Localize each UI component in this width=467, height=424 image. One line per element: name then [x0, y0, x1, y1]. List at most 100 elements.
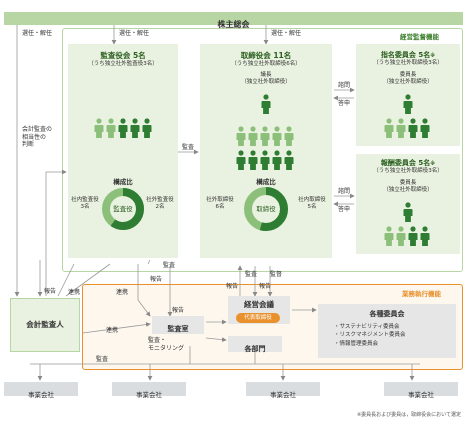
person-icon	[248, 150, 258, 170]
person-icon	[396, 118, 406, 138]
audit-board-outer-label: 社外監査役 2名	[146, 197, 174, 210]
management-meeting-label: 経営会議	[244, 300, 274, 309]
person-icon	[408, 118, 418, 138]
committee-item: ・リスクマネジメント委員会	[334, 332, 406, 339]
directors-board-panel: 取締役会 11名 （うち独立社外取締役6名） 議長 （独立社外取締役） 構成比 …	[200, 44, 332, 258]
audit-board-donut	[102, 188, 144, 230]
audit-board-center: 監査役	[113, 205, 133, 213]
remuneration-chair-person	[403, 202, 413, 222]
label-coop-b: 連携	[116, 289, 129, 296]
nomination-committee-panel: 指名委員会 5名※ （うち独立社外取締役3名） 委員長 （独立社外取締役）	[356, 44, 460, 146]
person-icon	[236, 150, 246, 170]
label-report-a: 報告	[44, 288, 57, 295]
person-icon	[403, 202, 413, 222]
directors-board-outside-label: 社外取締役 6名	[206, 197, 234, 210]
directors-board-chair-person	[261, 94, 271, 114]
audit-board-donut-segment	[102, 188, 144, 230]
label-report-c: 報告	[172, 307, 185, 314]
audit-board-sub: （うち独立社外監査役3名）	[88, 61, 158, 67]
accounting-auditor-box: 会計監査人	[10, 298, 80, 352]
person-icon	[420, 118, 430, 138]
committee-item: ・サステナビリティ委員会	[334, 324, 400, 330]
execution-label: 業務執行機能	[402, 290, 441, 298]
person-icon	[260, 150, 270, 170]
committee-item: ・情報管理委員会	[334, 340, 379, 347]
committees-title: 各種委員会	[369, 310, 405, 318]
person-icon	[260, 126, 270, 146]
person-icon	[403, 94, 413, 114]
directors-board-chair: 議長 （独立社外取締役）	[241, 72, 291, 85]
operating-company-3: 事業会社	[246, 382, 320, 399]
shareholders-meeting: 株主総会	[4, 12, 463, 29]
remuneration-committee-panel: 報酬委員会 5名※ （うち独立社外取締役3名） 委員長 （独立社外取締役）	[356, 154, 460, 254]
committees-list: ・サステナビリティ委員会 ・リスクマネジメント委員会 ・情報管理委員会	[334, 323, 406, 348]
label-coop-a: 連携	[68, 289, 81, 296]
departments-label: 各部門	[244, 345, 266, 353]
person-icon	[384, 118, 394, 138]
directors-board-title: 取締役会 11名	[240, 51, 292, 60]
person-icon	[408, 226, 418, 246]
person-icon	[284, 126, 294, 146]
label-consult-1: 諮問	[338, 82, 351, 89]
directors-board-sub: （うち独立社外取締役6名）	[231, 61, 301, 67]
audit-board-panel: 監査役会 5名 （うち独立社外監査役3名） 構成比 社内監査役 3名 社外監査役…	[68, 44, 178, 258]
operating-company-4: 事業会社	[384, 382, 458, 399]
label-audit-c: 監査	[245, 271, 258, 278]
directors-board-donut	[244, 187, 288, 231]
nomination-people	[384, 118, 432, 138]
audit-board-inner-label: 社内監査役 3名	[71, 197, 99, 210]
directors-board-center: 取締役	[256, 205, 276, 213]
person-icon	[272, 126, 282, 146]
remuneration-title: 報酬委員会 5名※	[380, 159, 436, 167]
person-icon	[106, 118, 116, 138]
label-audit-judgment: 会計監査の 相当性の 判断	[22, 126, 53, 148]
person-icon	[384, 226, 394, 246]
label-audit-board: 監査	[182, 144, 195, 151]
audit-board-ratio-title: 構成比	[113, 178, 133, 186]
label-report-d: 報告	[226, 283, 239, 290]
footnote: ※委員長および委員は，取締役会において選定	[356, 412, 461, 418]
label-audit-b: 監査	[163, 262, 176, 269]
label-report-b: 報告	[150, 276, 163, 283]
person-icon	[118, 118, 128, 138]
accounting-auditor-label: 会計監査人	[26, 320, 64, 329]
audit-office-label: 監査室	[167, 325, 189, 333]
supervision-area	[62, 28, 463, 272]
person-icon	[261, 94, 271, 114]
label-audit-monitor: 監査・ モニタリング	[148, 337, 185, 352]
label-report-1: 答申	[338, 100, 351, 107]
label-coop-c: 連携	[106, 327, 119, 334]
label-supervise: 監督	[270, 271, 283, 278]
nomination-title: 指名委員会 5名※	[380, 51, 436, 59]
directors-board-donut-segment	[244, 187, 288, 231]
directors-board-people	[236, 126, 296, 170]
management-meeting-box: 経営会議 代表取締役	[228, 296, 290, 324]
departments-box: 各部門	[228, 336, 282, 353]
nomination-chair: 委員長 （独立社外取締役）	[383, 72, 433, 85]
audit-office-box: 監査室	[152, 316, 204, 334]
person-icon	[94, 118, 104, 138]
person-icon	[284, 150, 294, 170]
person-icon	[272, 150, 282, 170]
audit-board-title: 監査役会 5名	[100, 51, 146, 60]
label-report-2: 答申	[338, 206, 351, 213]
label-consult-2: 諮問	[338, 188, 351, 195]
supervision-label: 経営監督機能	[400, 33, 439, 41]
operating-company-2: 事業会社	[112, 382, 186, 399]
directors-board-inside-label: 社内取締役 5名	[298, 197, 326, 210]
shareholders-meeting-title: 株主総会	[217, 20, 250, 29]
person-icon	[142, 118, 152, 138]
remuneration-chair: 委員長 （独立社外取締役）	[383, 180, 433, 193]
person-icon	[396, 226, 406, 246]
operating-company-1: 事業会社	[4, 382, 78, 399]
label-appoint-left: 選任・解任	[22, 30, 53, 37]
label-appoint-mid: 選任・解任	[119, 30, 150, 37]
nomination-sub: （うち独立社外取締役3名）	[373, 60, 443, 66]
ceo-badge: 代表取締役	[236, 313, 280, 323]
audit-board-people	[94, 118, 154, 138]
nomination-chair-person	[403, 94, 413, 114]
remuneration-sub: （うち独立社外取締役3名）	[373, 168, 443, 174]
remuneration-people	[384, 226, 432, 246]
label-audit-d: 監査	[96, 356, 109, 363]
